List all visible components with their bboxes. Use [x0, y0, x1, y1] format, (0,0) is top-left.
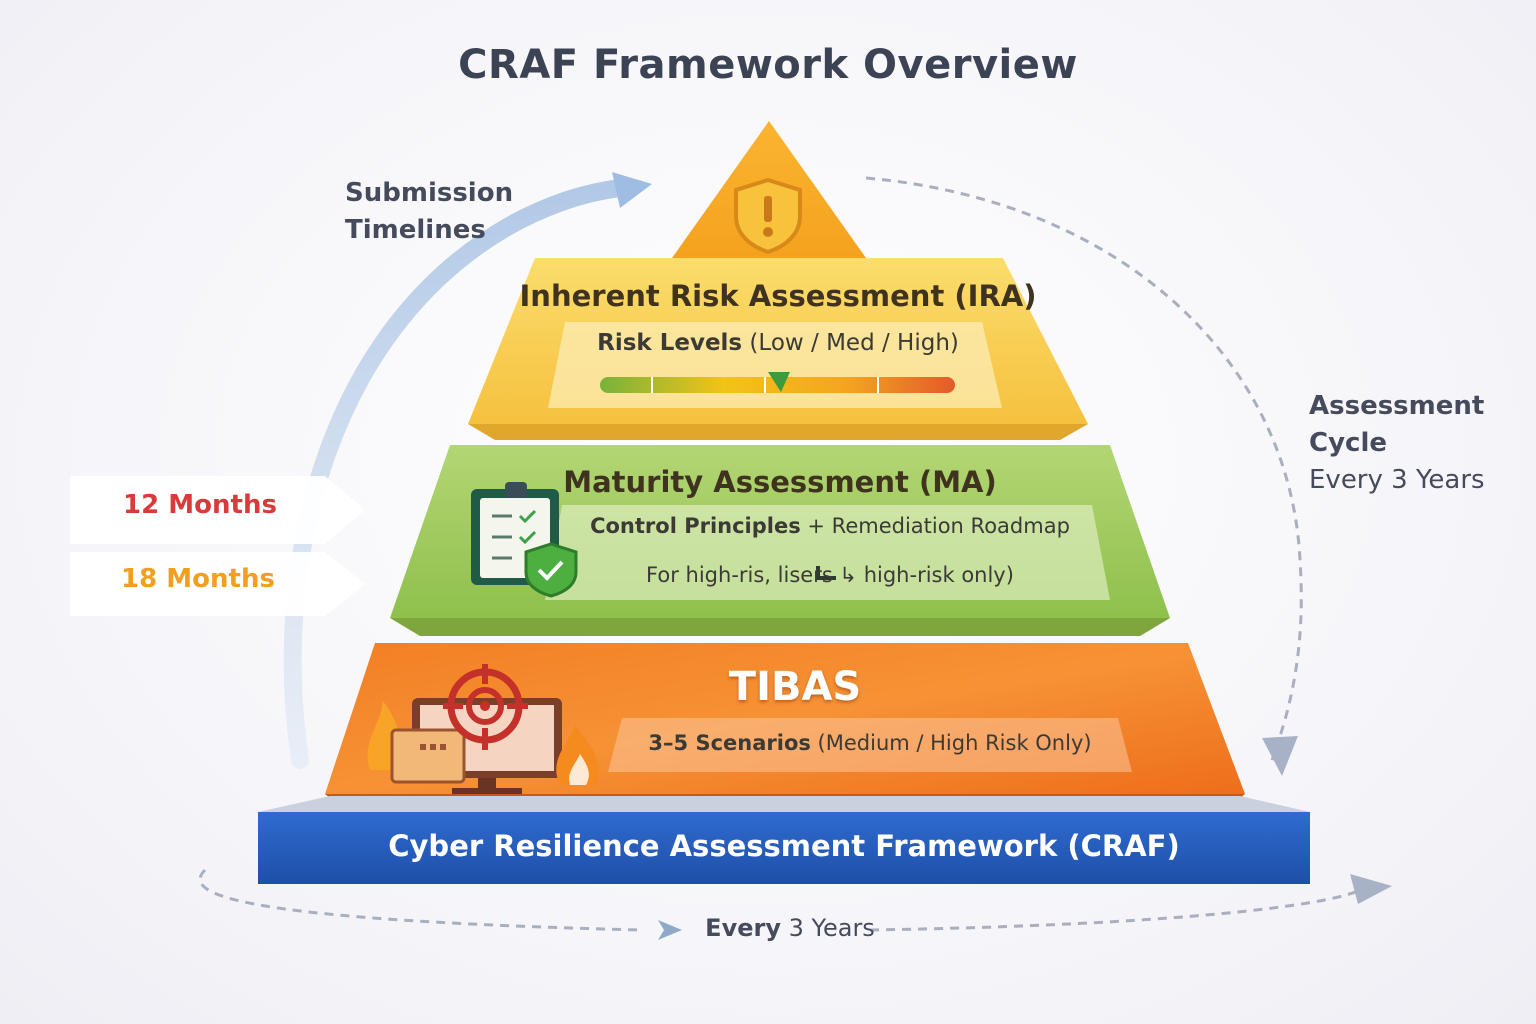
submission-line2: Timelines [345, 215, 486, 245]
target-computer-icon [367, 664, 599, 794]
assessment-cycle-label: Assessment Cycle Every 3 Years [1309, 388, 1485, 499]
ira-sub-rest: (Low / Med / High) [742, 330, 959, 356]
month-tag-18: 18 Months [121, 564, 275, 594]
tibas-sub-bold: 3–5 Scenarios [648, 731, 811, 755]
bottom-cycle-rest: 3 Years [780, 914, 875, 942]
ma-title: Maturity Assessment (MA) [563, 465, 997, 499]
ma-line1-bold: Control Principles [590, 514, 801, 538]
assessment-cycle-arrow [865, 176, 1303, 761]
month-tag-12-shape [70, 476, 365, 544]
craf-base-top [258, 796, 1310, 812]
assessment-cycle-arrowhead [1262, 736, 1298, 776]
page-title: CRAF Framework Overview [458, 42, 1078, 88]
bottom-cycle-mid-arrow [658, 920, 682, 940]
assessment-cycle-line1: Assessment [1309, 391, 1485, 421]
tibas-subtitle: 3–5 Scenarios (Medium / High Risk Only) [615, 731, 1125, 755]
bottom-cycle-arrowhead [1350, 874, 1392, 904]
month-tag-12: 12 Months [123, 490, 277, 520]
ira-title: Inherent Risk Assessment (IRA) [519, 279, 1037, 313]
ira-tier-side [468, 424, 1088, 440]
redirect-arrow-icon [816, 566, 836, 580]
ma-tier-side [390, 618, 1170, 636]
submission-line1: Submission [345, 178, 514, 208]
tibas-sub-rest: (Medium / High Risk Only) [810, 731, 1092, 755]
bottom-cycle-arrow [198, 868, 1361, 932]
ira-sub-bold: Risk Levels [597, 330, 743, 356]
shield-warning-icon [734, 177, 802, 255]
month-tag-18-shape [70, 552, 365, 616]
bottom-cycle-label: Every 3 Years [690, 914, 890, 942]
ma-line1-rest: + Remediation Roadmap [800, 514, 1070, 538]
submission-arc-arrow [283, 179, 629, 769]
craf-base-label: Cyber Resilience Assessment Framework (C… [388, 829, 1180, 863]
ma-inner-panel [545, 505, 1110, 600]
ma-line2: For high-ris, lisers ↳ high-risk only) [646, 563, 1014, 587]
tibas-title: TIBAS [728, 664, 862, 710]
ma-line1: Control Principles + Remediation Roadmap [560, 514, 1100, 538]
submission-arrowhead [612, 172, 652, 208]
ira-subtitle: Risk Levels (Low / Med / High) [468, 330, 1088, 356]
tibas-inner-panel [608, 718, 1132, 772]
bottom-cycle-bold: Every [705, 914, 781, 942]
month-tags [70, 476, 365, 616]
assessment-cycle-line2: Cycle [1309, 428, 1387, 458]
craf-base [258, 812, 1310, 884]
assessment-cycle-line3: Every 3 Years [1309, 465, 1485, 495]
risk-marker-icon [768, 372, 790, 392]
submission-timelines-label: Submission Timelines [345, 175, 513, 249]
clipboard-check-icon [471, 482, 578, 598]
